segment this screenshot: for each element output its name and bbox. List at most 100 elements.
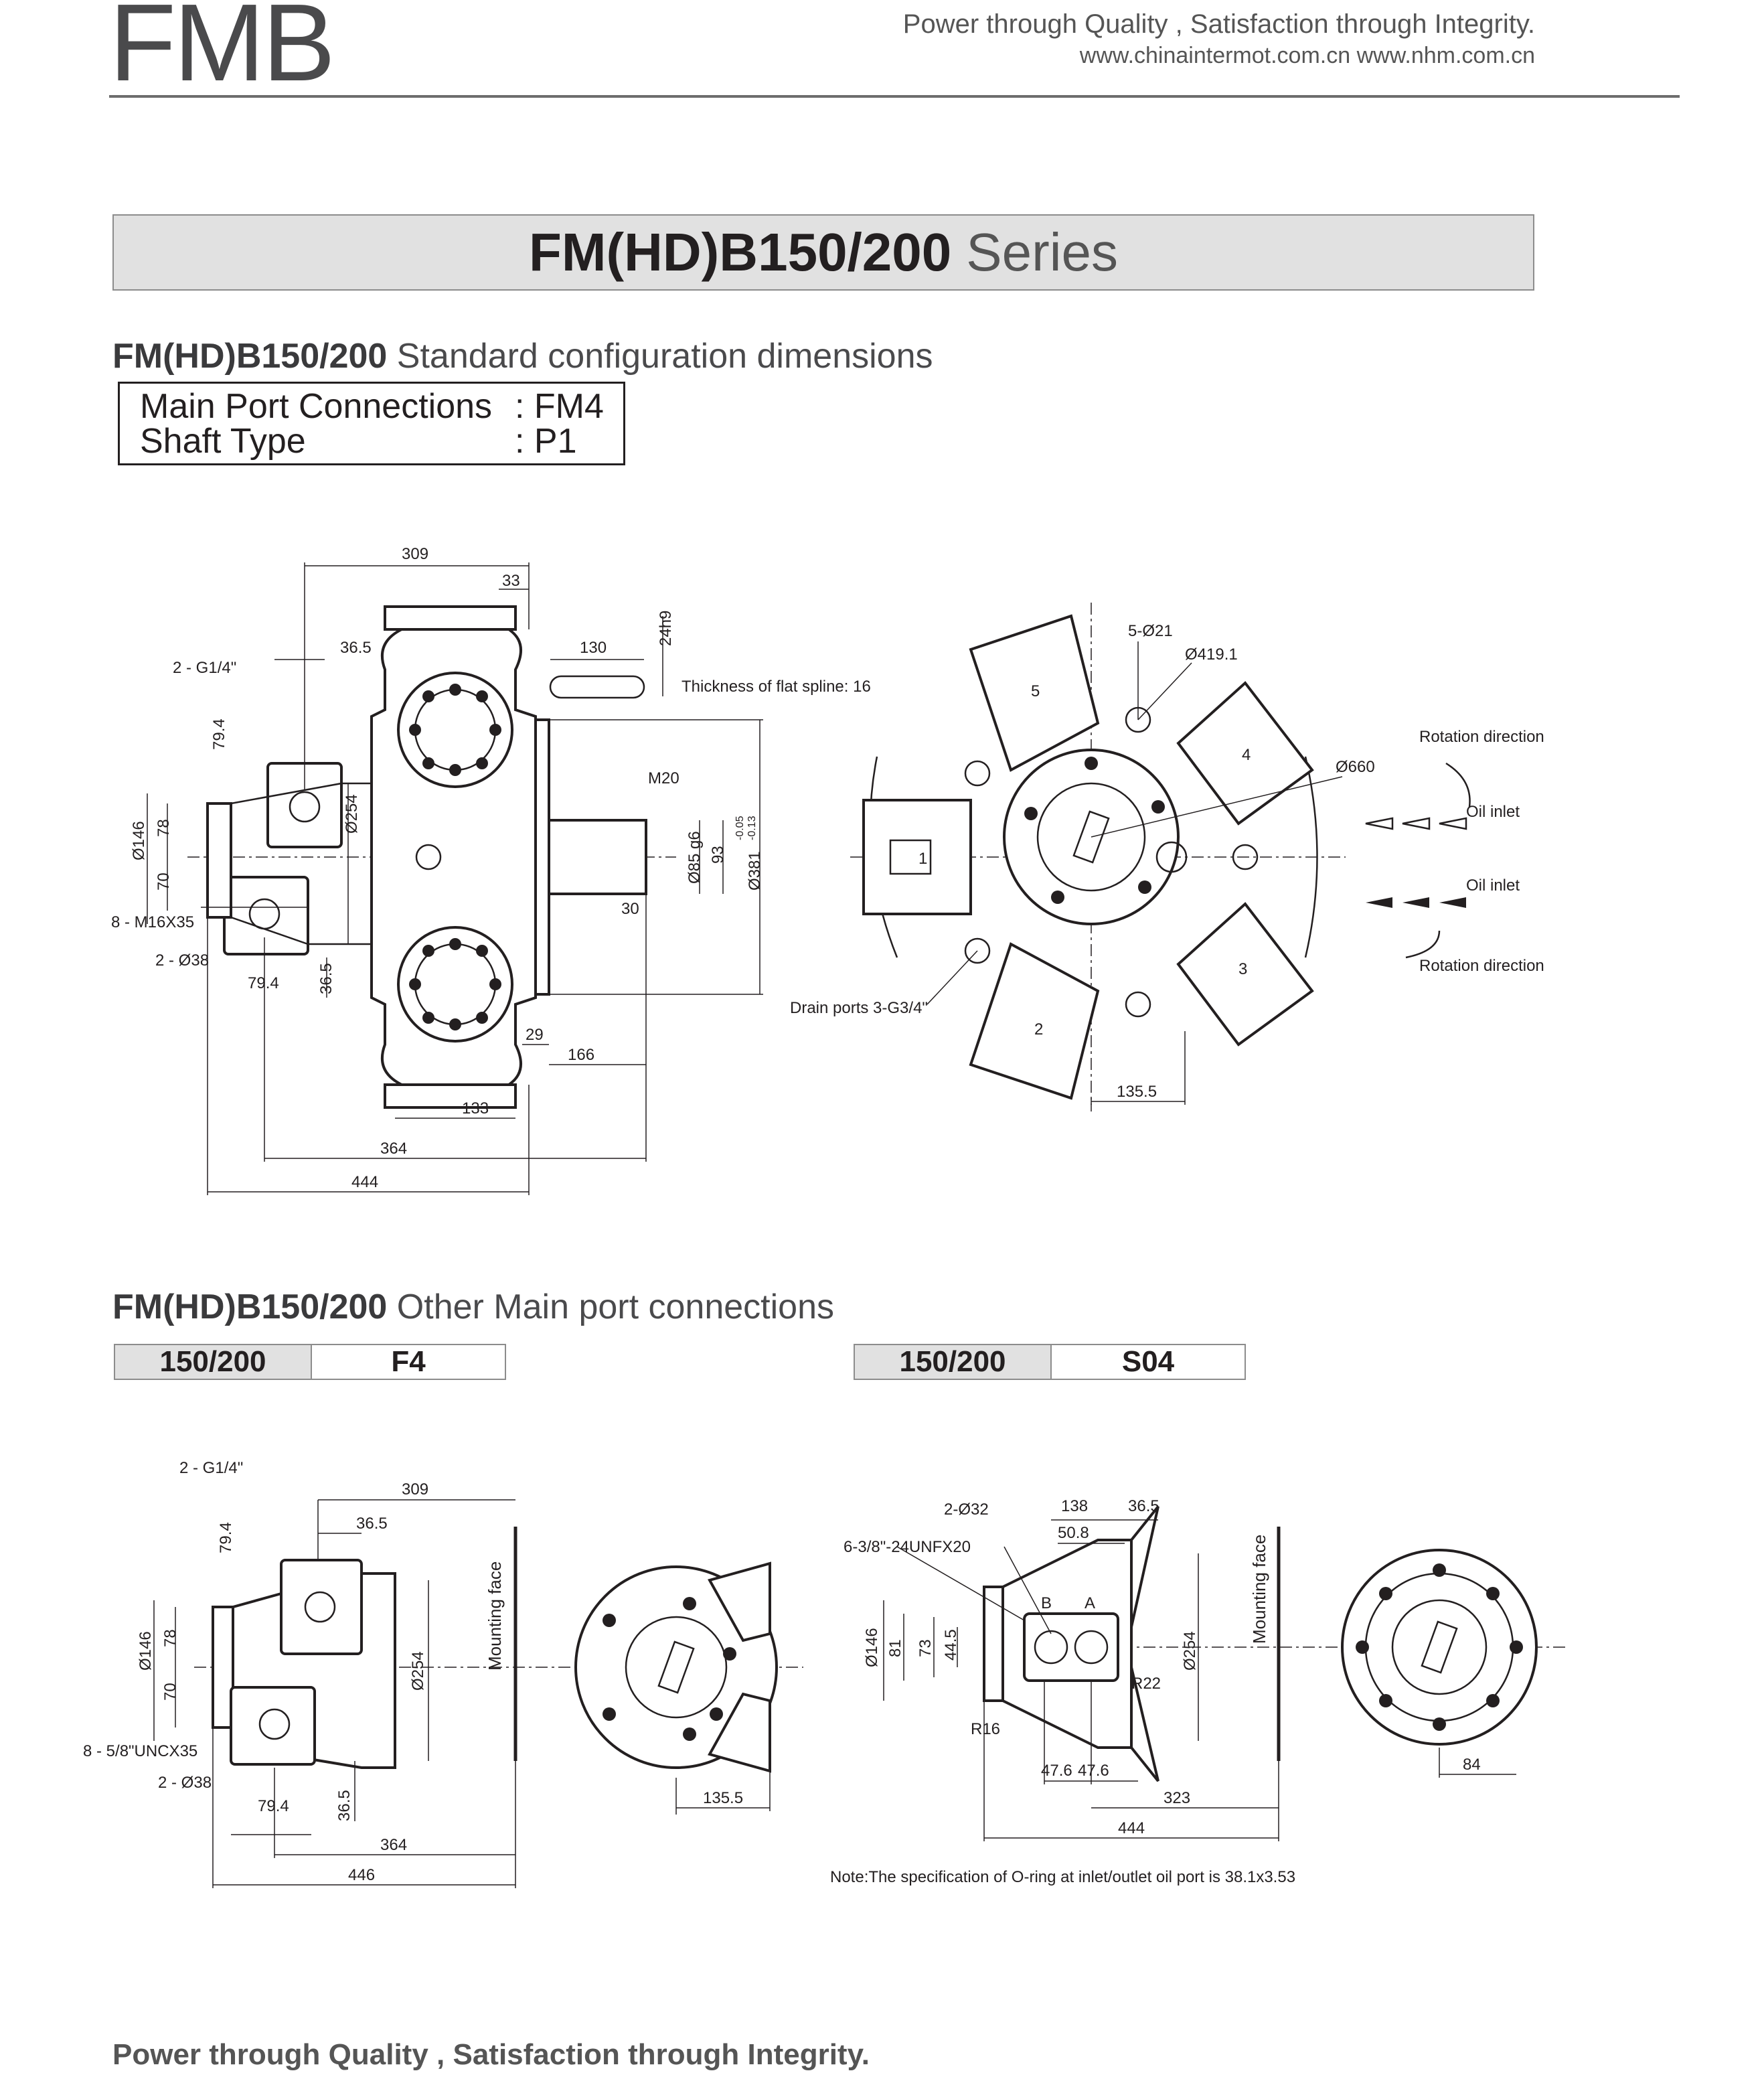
s04-key-slot [1421,1620,1458,1674]
dim-label: 2 - G1/4" [179,1459,243,1477]
dim-label: 73 [916,1639,935,1657]
s04-front-hub [1391,1599,1488,1695]
variant-code: S04 [1121,1345,1175,1378]
dim-label: 323 [1164,1789,1190,1807]
dim-label: 444 [1118,1819,1145,1837]
s04-front-bolts [1356,1563,1523,1731]
dim-label: R22 [1131,1675,1161,1693]
dim-label: 2 - G1/4" [173,659,236,677]
shaft-key-slot [1072,810,1110,864]
dim-label: Ø254 [409,1651,427,1691]
standard-section-text: Standard configuration dimensions [396,337,933,376]
hub-bolts [1024,757,1165,904]
rotation-label: Rotation direction [1419,957,1544,975]
series-word: Series [966,222,1119,282]
rotation-arrow-up [1445,762,1471,808]
dimension-lines-1 [147,562,763,1195]
dim-label: 5-Ø21 [1128,622,1173,640]
dim-label: Ø146 [863,1628,881,1667]
cylinder-arms [862,614,1314,1100]
dimension-lines-2 [927,641,1343,1105]
rotation-arrow-down [1405,930,1441,959]
spec-label: Main Port Connections [140,387,493,426]
housing-flare [1130,1505,1159,1782]
dim-label: 30 [621,900,639,918]
cylinder-number: 1 [918,850,927,868]
dim-label: 79.4 [210,718,228,750]
variant-table-f4: 150/200 F4 [114,1344,506,1380]
dim-label: 309 [402,545,428,563]
dim-label: 44.5 [942,1629,960,1661]
f4-port-lug-bottom [708,1692,771,1773]
oil-inlet-label: Oil inlet [1466,876,1520,895]
dim-label: Ø85 g6 [686,831,704,884]
valve-housing [230,782,373,945]
dim-tolerance: -0.05 [734,816,746,840]
upper-port [304,1591,336,1623]
lower-port [258,1708,291,1740]
dim-label: Ø254 [343,794,361,834]
cylinder-number: 3 [1238,960,1247,978]
dim-label: 70 [161,1683,179,1701]
dim-label: 446 [348,1866,375,1884]
dim-label: 444 [351,1173,378,1191]
spec-box: Main Port Connections : FM4 Shaft Type :… [118,382,625,465]
dim-label: 2 - Ø38 [155,951,209,970]
mounting-face-label: Mounting face [485,1561,505,1671]
dim-label: 79.4 [217,1522,235,1553]
variant-code: F4 [391,1345,426,1378]
dim-label: 36.5 [1128,1497,1159,1515]
spec-row-shaft: Shaft Type : P1 [140,424,623,459]
other-section-text: Other Main port connections [396,1288,835,1326]
rear-cover [206,802,232,919]
standard-section-model: FM(HD)B150/200 [112,337,388,376]
lower-port [248,898,280,930]
output-shaft [548,819,647,895]
drain-port [1155,841,1188,873]
dim-label: 33 [502,572,520,590]
dim-tolerance: -0.13 [746,816,758,840]
dimension-lines-3 [153,1499,771,1888]
header-slogan: Power through Quality , Satisfaction thr… [902,9,1535,39]
rear-cover [983,1586,1004,1702]
mounting-face-label: Mounting face [1249,1535,1269,1644]
dim-label: Ø146 [130,821,148,860]
oil-inlet-label: Oil inlet [1466,803,1520,821]
f4-key-slot [657,1640,695,1694]
header-website: www.chinaintermot.com.cn www.nhm.com.cn [1079,43,1535,68]
dim-label: Ø146 [137,1631,155,1671]
housing-bottom-cap [384,1083,517,1109]
dim-label: 47.6 [1041,1762,1072,1780]
dim-label: 78 [155,819,173,837]
upper-port-block [280,1559,363,1655]
dim-label: 8 - 5/8"UNCX35 [83,1742,197,1760]
dim-label: 70 [155,872,173,891]
dim-label: 50.8 [1058,1524,1089,1542]
dim-label: Ø660 [1336,758,1375,776]
dim-label: Ø419.1 [1185,645,1238,664]
dim-label: Thickness of flat spline: 16 [681,678,871,696]
dim-label: 8 - M16X35 [111,913,194,931]
f4-port-lug-top [708,1561,771,1642]
lower-port-block [230,1686,316,1766]
dim-label: 93 [709,846,727,864]
oil-inlet-arrows-open [1365,817,1467,830]
dim-label: 130 [580,639,607,657]
dimension-lines-4 [883,1519,1516,1841]
port-a [1074,1630,1109,1665]
other-section-model: FM(HD)B150/200 [112,1288,388,1326]
dim-label: 47.6 [1078,1762,1109,1780]
drawing-side-view: 309 33 24h9 36.5 130 2 - G1/4" Thickness… [111,545,871,1195]
variant-size: 150/200 [115,1345,312,1379]
dim-label: 2-Ø32 [944,1501,989,1519]
dim-label: 84 [1463,1756,1481,1774]
s04-port-block [1023,1612,1119,1682]
other-section-title: FM(HD)B150/200 Other Main port connectio… [112,1287,834,1327]
o-ring-note: Note:The specification of O-ring at inle… [830,1868,1296,1886]
brand-logo: FMB [109,0,335,104]
dim-label: 24h9 [657,611,675,646]
drawing-front-view: 1 5 4 3 2 5-Ø21 Ø419.1 Ø660 Rotation dir… [790,603,1544,1111]
series-model: FM(HD)B150/200 [528,222,952,282]
